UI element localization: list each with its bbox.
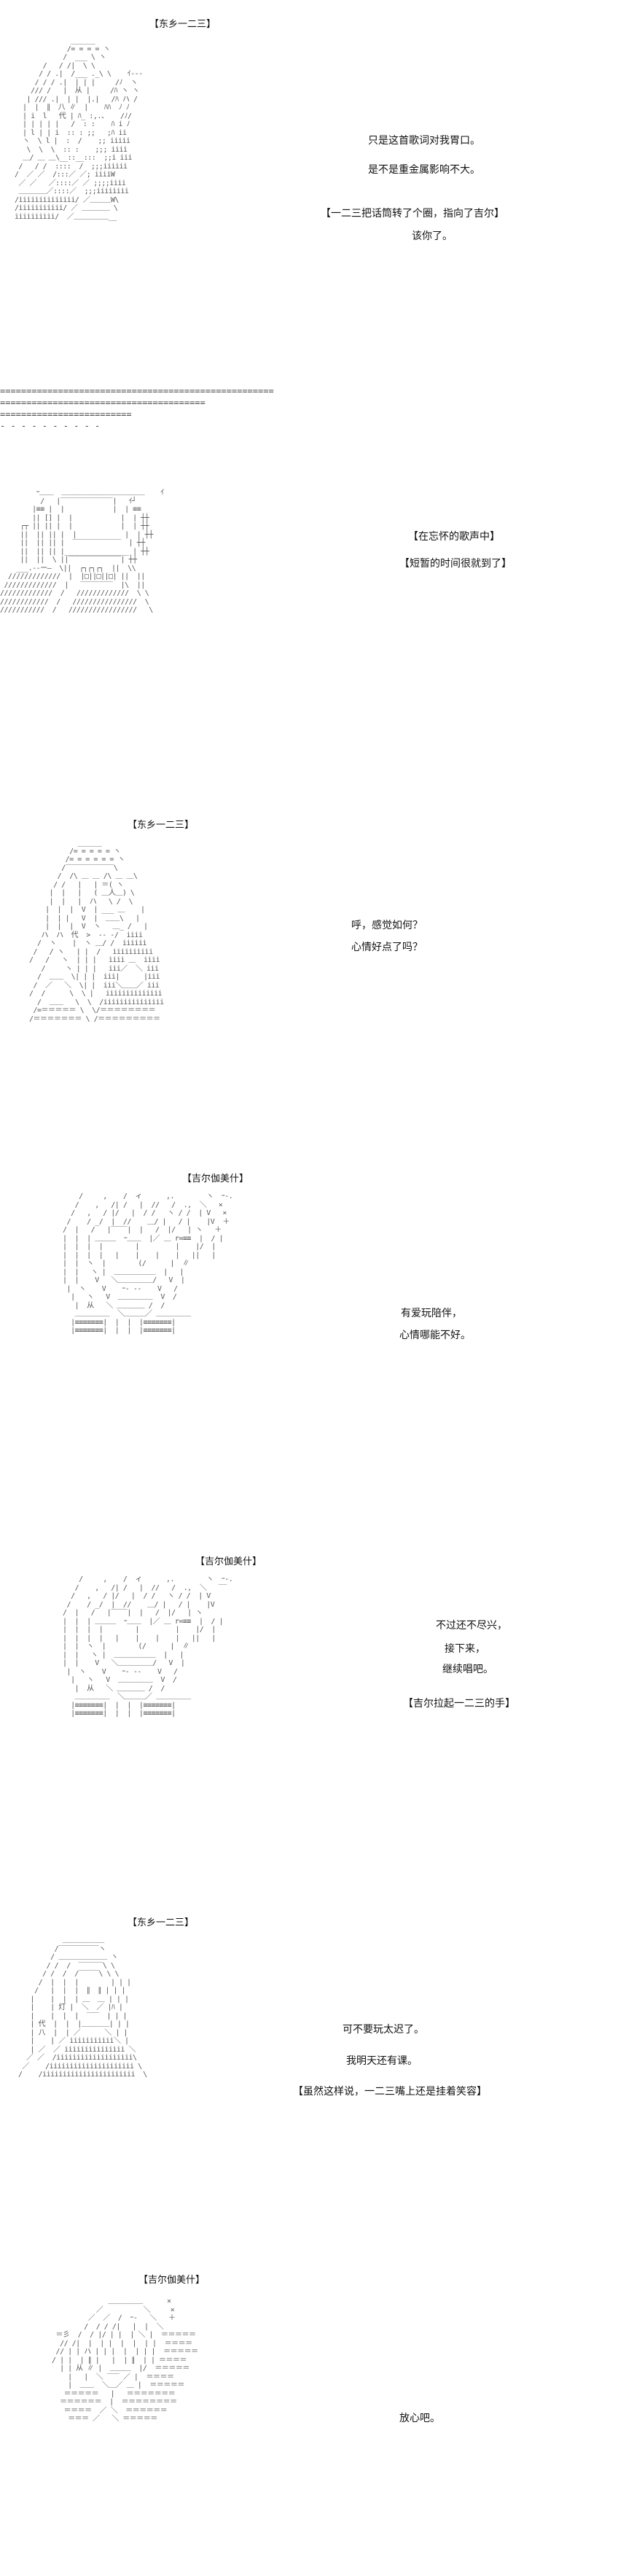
panel-1: 【东乡一二三】 ______ /= = = = ヽ / ___ \ ヽ / / …	[0, 0, 618, 365]
speaker-label: 【东乡一二三】	[128, 820, 195, 831]
speaker-label: 【东乡一二三】	[128, 1917, 195, 1928]
ascii-art-character: ＿＿＿＿＿ × ／ ＼ × ／ ／ / ｰ‐ ＼ ＋ / / / /| | | …	[52, 2297, 198, 2423]
ascii-art-character: / , / ィ ,. ヽ ｰ‐. / , /| / | // / ., ＼ ‾‾…	[63, 1575, 233, 1718]
dialogue-line: 【在忘怀的歌声中】	[408, 531, 500, 543]
ascii-art-character: / , / ィ ,. ヽ ｰ‐. / , /| / | // / ., ＼ × …	[63, 1192, 233, 1335]
speaker-label: 【吉尔伽美什】	[195, 1556, 262, 1567]
dialogue-line: 有爱玩陪伴，	[401, 1308, 462, 1319]
dialogue-line: 是不是重金属影响不大。	[368, 164, 480, 176]
speaker-label: 【吉尔伽美什】	[182, 1173, 249, 1184]
dialogue-line: 接下来，	[445, 1643, 485, 1655]
dialogue-line: 心情哪能不好。	[399, 1330, 471, 1341]
dialogue-line: 只是这首歌词对我胃口。	[368, 135, 480, 147]
dialogue-line: 继续唱吧。	[442, 1664, 493, 1675]
dialogue-line: 【短暂的时间很就到了】	[399, 558, 512, 570]
panel-5: 【吉尔伽美什】 / , / ィ ,. ヽ ｰ‐. / , /| / | // /…	[0, 1553, 618, 1896]
dialogue-line: 呼，感觉如何？	[351, 920, 423, 931]
dialogue-line: 【吉尔拉起一二三的手】	[403, 1698, 515, 1710]
dialogue-line: 心情好点了吗？	[351, 942, 423, 953]
panel-6: 【东乡一二三】 ＿＿＿＿＿＿ /‾‾‾‾‾‾‾‾‾‾ヽ / ＿＿＿＿＿＿＿ ヽ …	[0, 1914, 618, 2250]
separator-lines: ========================================…	[0, 386, 274, 431]
panel-3: 【东乡一二三】 ______ /= = = = = ヽ /= = = = = =…	[0, 817, 618, 1152]
dialogue-line: 可不要玩太迟了。	[343, 2024, 424, 2036]
dialogue-line: 放心吧。	[399, 2413, 440, 2424]
dialogue-line: 不过还不尽兴，	[436, 1620, 507, 1632]
dialogue-line: 我明天还有课。	[346, 2055, 418, 2067]
dialogue-line: 该你了。	[412, 230, 453, 242]
ascii-art-scene: ｰ＿＿ ＿＿＿＿＿＿＿＿＿＿＿＿ ｲ / |‾‾‾‾‾‾‾‾‾‾‾‾‾| ｲ┘ …	[0, 489, 164, 614]
panel-2: ｰ＿＿ ＿＿＿＿＿＿＿＿＿＿＿＿ ｲ / |‾‾‾‾‾‾‾‾‾‾‾‾‾| ｲ┘ …	[0, 481, 618, 795]
dialogue-line: 【虽然这样说，一二三嘴上还是挂着笑容】	[293, 2086, 487, 2098]
speaker-label: 【东乡一二三】	[149, 19, 216, 30]
panel-4: 【吉尔伽美什】 / , / ィ ,. ヽ ｰ‐. / , /| / | // /…	[0, 1171, 618, 1513]
speaker-label: 【吉尔伽美什】	[138, 2275, 206, 2286]
ascii-art-character: ______ /= = = = = ヽ /= = = = = = ヽ /‾‾‾‾…	[29, 839, 164, 1023]
dialogue-line: 【一二三把话筒转了个圈，指向了吉尔】	[321, 208, 504, 220]
panel-7: 【吉尔伽美什】 ＿＿＿＿＿ × ／ ＼ × ／ ／ / ｰ‐ ＼ ＋ / / /…	[0, 2265, 618, 2571]
ascii-art-character: ＿＿＿＿＿＿ /‾‾‾‾‾‾‾‾‾‾ヽ / ＿＿＿＿＿＿＿ ヽ / / / ‾‾…	[18, 1936, 147, 2079]
ascii-art-character: ______ /= = = = ヽ / ___ \ ヽ / / /| \ \ /…	[15, 36, 143, 221]
